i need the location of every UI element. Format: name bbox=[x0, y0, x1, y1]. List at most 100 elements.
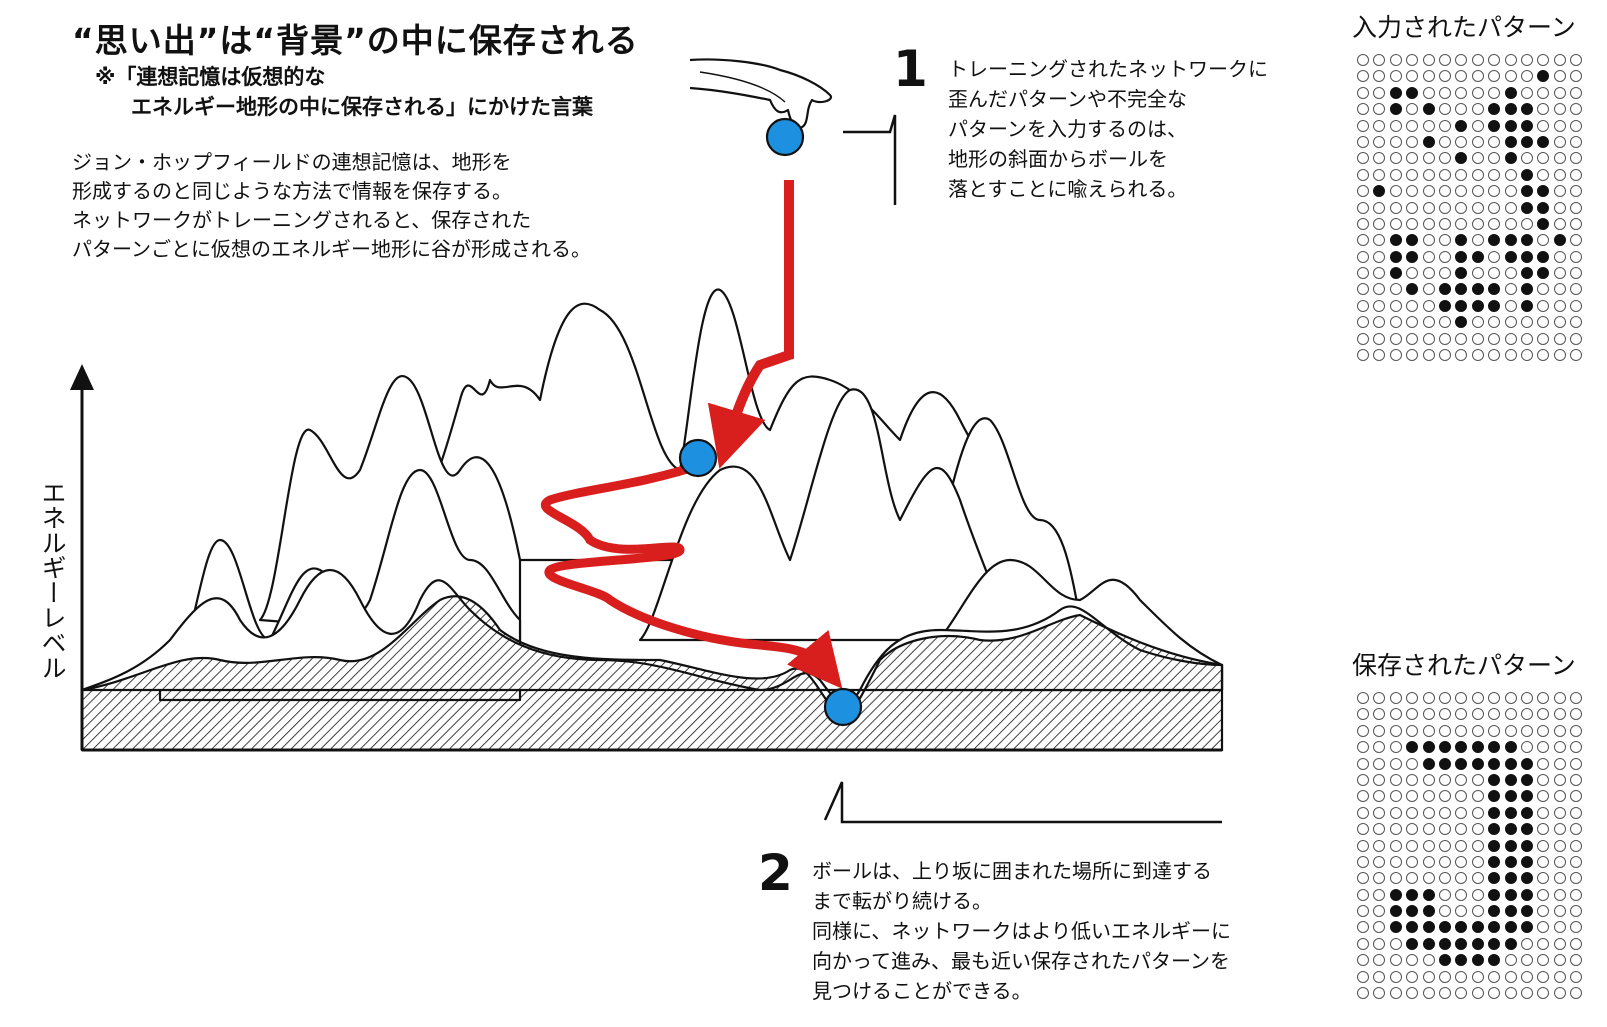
pattern-cell-filled bbox=[1553, 234, 1566, 247]
pattern-cell-empty bbox=[1570, 349, 1583, 362]
pattern-cell-filled bbox=[1504, 773, 1517, 786]
pattern-cell-empty bbox=[1570, 250, 1583, 263]
pattern-cell-filled bbox=[1520, 283, 1533, 296]
pattern-cell-empty bbox=[1570, 86, 1583, 99]
pattern-cell-filled bbox=[1520, 185, 1533, 198]
ball-path bbox=[541, 180, 843, 689]
pattern-cell-empty bbox=[1570, 954, 1583, 967]
pattern-cell-empty bbox=[1406, 954, 1419, 967]
y-axis-arrow-icon bbox=[70, 364, 94, 390]
pattern-cell-empty bbox=[1537, 708, 1550, 721]
pattern-cell-empty bbox=[1373, 201, 1386, 214]
pattern-cell-filled bbox=[1520, 888, 1533, 901]
pattern-cell-empty bbox=[1373, 987, 1386, 1000]
rolling-arrow bbox=[541, 460, 843, 689]
pattern-cell-empty bbox=[1471, 823, 1484, 836]
pattern-cell-empty bbox=[1520, 692, 1533, 704]
pattern-cell-empty bbox=[1570, 724, 1583, 737]
pattern-cell-empty bbox=[1455, 217, 1468, 230]
pattern-cell-empty bbox=[1357, 855, 1369, 868]
pattern-cell-empty bbox=[1570, 757, 1583, 770]
pattern-cell-empty bbox=[1520, 54, 1533, 66]
pattern-cell-empty bbox=[1357, 54, 1369, 66]
pattern-cell-empty bbox=[1471, 692, 1484, 704]
pattern-cell-empty bbox=[1553, 692, 1566, 704]
pattern-cell-empty bbox=[1373, 708, 1386, 721]
pattern-cell-empty bbox=[1422, 283, 1435, 296]
pattern-cell-empty bbox=[1553, 283, 1566, 296]
pattern-cell-empty bbox=[1553, 790, 1566, 803]
pattern-cell-empty bbox=[1438, 872, 1451, 885]
pattern-cell-filled bbox=[1422, 888, 1435, 901]
pattern-cell-empty bbox=[1520, 349, 1533, 362]
pattern-cell-empty bbox=[1570, 168, 1583, 181]
pattern-cell-empty bbox=[1471, 987, 1484, 1000]
pattern-cell-empty bbox=[1553, 970, 1566, 983]
step1-number: 1 bbox=[893, 40, 928, 98]
pattern-cell-empty bbox=[1553, 937, 1566, 950]
pattern-cell-empty bbox=[1504, 185, 1517, 198]
pattern-cell-empty bbox=[1373, 806, 1386, 819]
pattern-cell-empty bbox=[1488, 54, 1501, 66]
pattern-cell-empty bbox=[1553, 103, 1566, 116]
pattern-cell-filled bbox=[1488, 806, 1501, 819]
pattern-cell-empty bbox=[1373, 86, 1386, 99]
pattern-cell-empty bbox=[1455, 724, 1468, 737]
pattern-cell-filled bbox=[1389, 888, 1402, 901]
pattern-cell-empty bbox=[1455, 823, 1468, 836]
pattern-cell-empty bbox=[1504, 332, 1517, 345]
pattern-cell-empty bbox=[1373, 855, 1386, 868]
pattern-cell-empty bbox=[1471, 168, 1484, 181]
pattern-cell-empty bbox=[1406, 70, 1419, 83]
pattern-cell-empty bbox=[1357, 921, 1369, 934]
pattern-cell-empty bbox=[1455, 168, 1468, 181]
pattern-cell-empty bbox=[1389, 70, 1402, 83]
pattern-cell-empty bbox=[1537, 757, 1550, 770]
pattern-cell-empty bbox=[1570, 103, 1583, 116]
pattern-cell-empty bbox=[1488, 724, 1501, 737]
pattern-cell-empty bbox=[1537, 168, 1550, 181]
pattern-cell-empty bbox=[1438, 86, 1451, 99]
input-pattern-grid bbox=[1355, 52, 1584, 363]
pattern-cell-empty bbox=[1406, 790, 1419, 803]
pattern-cell-empty bbox=[1471, 905, 1484, 918]
pattern-cell-empty bbox=[1373, 103, 1386, 116]
pattern-cell-filled bbox=[1438, 921, 1451, 934]
pattern-cell-filled bbox=[1488, 283, 1501, 296]
pattern-cell-empty bbox=[1537, 790, 1550, 803]
pattern-cell-filled bbox=[1389, 921, 1402, 934]
pattern-cell-empty bbox=[1471, 773, 1484, 786]
pattern-cell-empty bbox=[1504, 724, 1517, 737]
pattern-cell-empty bbox=[1422, 692, 1435, 704]
pattern-cell-empty bbox=[1373, 937, 1386, 950]
pattern-cell-empty bbox=[1570, 921, 1583, 934]
step2-text-line-4: 向かって進み、最も近い保存されたパターンを bbox=[812, 949, 1230, 973]
pattern-cell-filled bbox=[1438, 741, 1451, 754]
pattern-cell-empty bbox=[1406, 855, 1419, 868]
pattern-cell-empty bbox=[1406, 724, 1419, 737]
pattern-cell-empty bbox=[1357, 234, 1369, 247]
pattern-cell-empty bbox=[1471, 119, 1484, 132]
pattern-cell-empty bbox=[1537, 921, 1550, 934]
pattern-cell-filled bbox=[1455, 234, 1468, 247]
pattern-cell-empty bbox=[1422, 773, 1435, 786]
y-axis bbox=[70, 364, 94, 750]
pattern-cell-empty bbox=[1455, 806, 1468, 819]
pattern-cell-empty bbox=[1537, 823, 1550, 836]
pattern-cell-filled bbox=[1406, 937, 1419, 950]
pattern-cell-empty bbox=[1553, 823, 1566, 836]
pattern-cell-filled bbox=[1520, 823, 1533, 836]
pattern-cell-filled bbox=[1422, 921, 1435, 934]
pattern-cell-filled bbox=[1504, 250, 1517, 263]
pattern-cell-empty bbox=[1553, 152, 1566, 165]
pattern-cell-empty bbox=[1422, 119, 1435, 132]
step2-number: 2 bbox=[758, 844, 793, 902]
pattern-cell-empty bbox=[1504, 708, 1517, 721]
pattern-cell-empty bbox=[1553, 135, 1566, 148]
pattern-cell-empty bbox=[1537, 741, 1550, 754]
pattern-cell-empty bbox=[1373, 839, 1386, 852]
pattern-cell-empty bbox=[1389, 806, 1402, 819]
pattern-cell-empty bbox=[1570, 888, 1583, 901]
pattern-cell-empty bbox=[1373, 283, 1386, 296]
pattern-cell-empty bbox=[1553, 349, 1566, 362]
